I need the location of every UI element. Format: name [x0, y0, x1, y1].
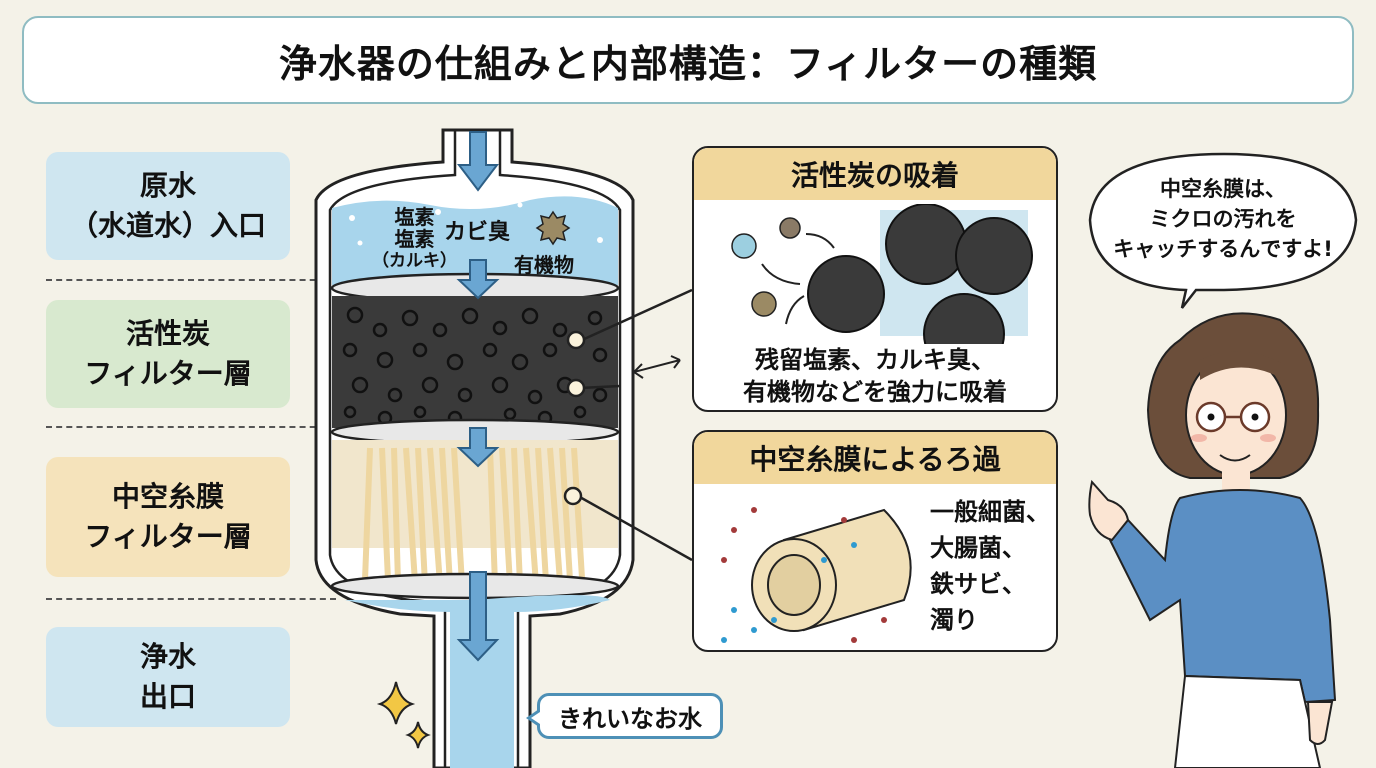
double-arrow-icon	[633, 355, 681, 379]
germ-icon	[751, 291, 777, 317]
label-line2: 出口	[139, 680, 196, 713]
speech-line2: ミクロの汚れを	[1149, 207, 1297, 231]
fiber-cross-section-illustration	[721, 507, 912, 643]
sweater	[1108, 489, 1337, 704]
card-hollow-fiber: 中空糸膜によるろ過 一般細菌、 大腸菌、 鉄サビ、 濁り	[692, 430, 1058, 652]
germ-icon	[731, 233, 757, 259]
teacher-character	[1088, 312, 1337, 768]
clean-water-stream	[345, 595, 610, 768]
label-line1: 原水	[139, 169, 196, 202]
card-activated-carbon: 活性炭の吸着 残留塩素、カルキ臭、 有機物などを強力に吸着	[692, 146, 1058, 412]
caption-line1: 残留塩素、カルキ臭、	[755, 346, 995, 374]
chlorine-line2: 塩素	[394, 227, 435, 251]
label-line1: 活性炭	[125, 317, 210, 350]
chlorine-line1: 塩素	[394, 205, 435, 229]
section-divider	[46, 426, 336, 428]
flow-arrows	[456, 131, 500, 662]
label-line2: （水道水）入口	[69, 209, 266, 242]
label-hollow-fiber-layer: 中空糸膜 フィルター層	[46, 457, 290, 577]
filtered-item: 一般細菌、	[930, 498, 1050, 526]
speech-line1: 中空糸膜は、	[1159, 177, 1286, 201]
chlorine-line3: （カルキ）	[372, 251, 457, 271]
caption-line2: 有機物などを強力に吸着	[743, 378, 1007, 406]
label-clean-water-outlet: 浄水 出口	[46, 627, 290, 727]
label-activated-carbon-layer: 活性炭 フィルター層	[46, 300, 290, 408]
title-banner: 浄水器の仕組みと内部構造：フィルターの種類	[22, 16, 1354, 104]
card-header: 活性炭の吸着	[694, 148, 1056, 200]
card-caption: 残留塩素、カルキ臭、 有機物などを強力に吸着	[694, 344, 1056, 408]
card-header: 中空糸膜によるろ過	[694, 432, 1056, 484]
filtered-item: 大腸菌、	[930, 534, 1026, 562]
activated-carbon-layer	[332, 296, 618, 428]
germ-icon	[779, 217, 801, 239]
label-line2: フィルター層	[84, 357, 252, 390]
contaminant-mold-odor: カビ臭	[444, 220, 511, 245]
sparkle-icon	[376, 681, 431, 749]
pointing-hand	[1088, 479, 1130, 542]
carbon-granules	[342, 306, 608, 426]
clean-water-tag: きれいなお水	[526, 693, 723, 739]
arrow-down-icon	[456, 259, 500, 300]
label-line1: 中空糸膜	[111, 480, 224, 513]
label-line1: 浄水	[139, 640, 196, 673]
contaminant-chlorine: 塩素 塩素 （カルキ）	[372, 206, 457, 272]
adsorption-illustration	[731, 204, 1033, 344]
hollow-fiber-bundle	[362, 447, 585, 585]
section-divider	[46, 279, 336, 281]
page-title: 浄水器の仕組みと内部構造：フィルターの種類	[278, 41, 1098, 86]
speech-bubble-shape	[1088, 152, 1358, 309]
arrow-down-icon	[456, 571, 500, 662]
callout-dots	[563, 330, 586, 506]
speech-bubble: 中空糸膜は、 ミクロの汚れを キャッチするんですよ!	[1088, 148, 1358, 290]
label-line2: フィルター層	[84, 520, 252, 553]
filtered-item: 濁り	[930, 606, 978, 634]
contaminant-organic: 有機物	[514, 253, 574, 277]
filtered-items-list: 一般細菌、 大腸菌、 鉄サビ、 濁り	[930, 494, 1050, 638]
filtered-item: 鉄サビ、	[930, 570, 1026, 598]
arrow-down-icon	[456, 131, 500, 192]
skirt	[1173, 674, 1322, 768]
section-divider	[46, 598, 336, 600]
callout-lines	[577, 288, 693, 562]
germ-icon	[535, 210, 571, 246]
speech-line3: キャッチするんですよ!	[1113, 237, 1333, 261]
arrow-down-icon	[456, 427, 500, 468]
label-raw-water-inlet: 原水 （水道水）入口	[46, 152, 290, 260]
